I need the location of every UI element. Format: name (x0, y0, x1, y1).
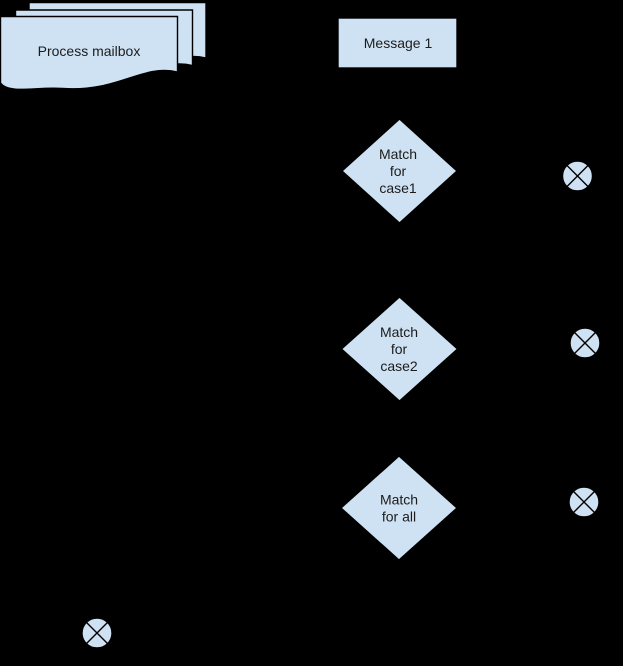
case2-label-line2: for (391, 341, 408, 357)
diamond-case2 (340, 296, 459, 402)
diamond-all (339, 455, 459, 561)
case1-label-line2: for (390, 163, 407, 179)
message-1-node: Message 1 (337, 17, 458, 69)
decision-match-case2: Match for case2 (340, 296, 459, 402)
decision-match-case1: Match for case1 (340, 118, 459, 224)
case2-label-line1: Match (380, 324, 418, 340)
decision-match-all: Match for all (339, 455, 459, 561)
message-1-label: Message 1 (364, 35, 433, 51)
diamond-case1 (340, 118, 459, 224)
circle-x-icon (561, 160, 594, 192)
case1-label-line1: Match (379, 146, 417, 162)
process-mailbox-label: Process mailbox (38, 43, 141, 59)
case2-label-line3: case2 (380, 358, 418, 374)
all-label-line1: Match (380, 492, 418, 508)
circle-x-icon (81, 617, 113, 649)
circle-x-icon (569, 327, 601, 359)
circle-x-icon (568, 486, 600, 518)
all-label-line2: for all (382, 509, 416, 525)
case1-label-line3: case1 (379, 180, 417, 196)
message-1-box (337, 17, 458, 69)
process-mailbox-node: Process mailbox (0, 1, 207, 91)
